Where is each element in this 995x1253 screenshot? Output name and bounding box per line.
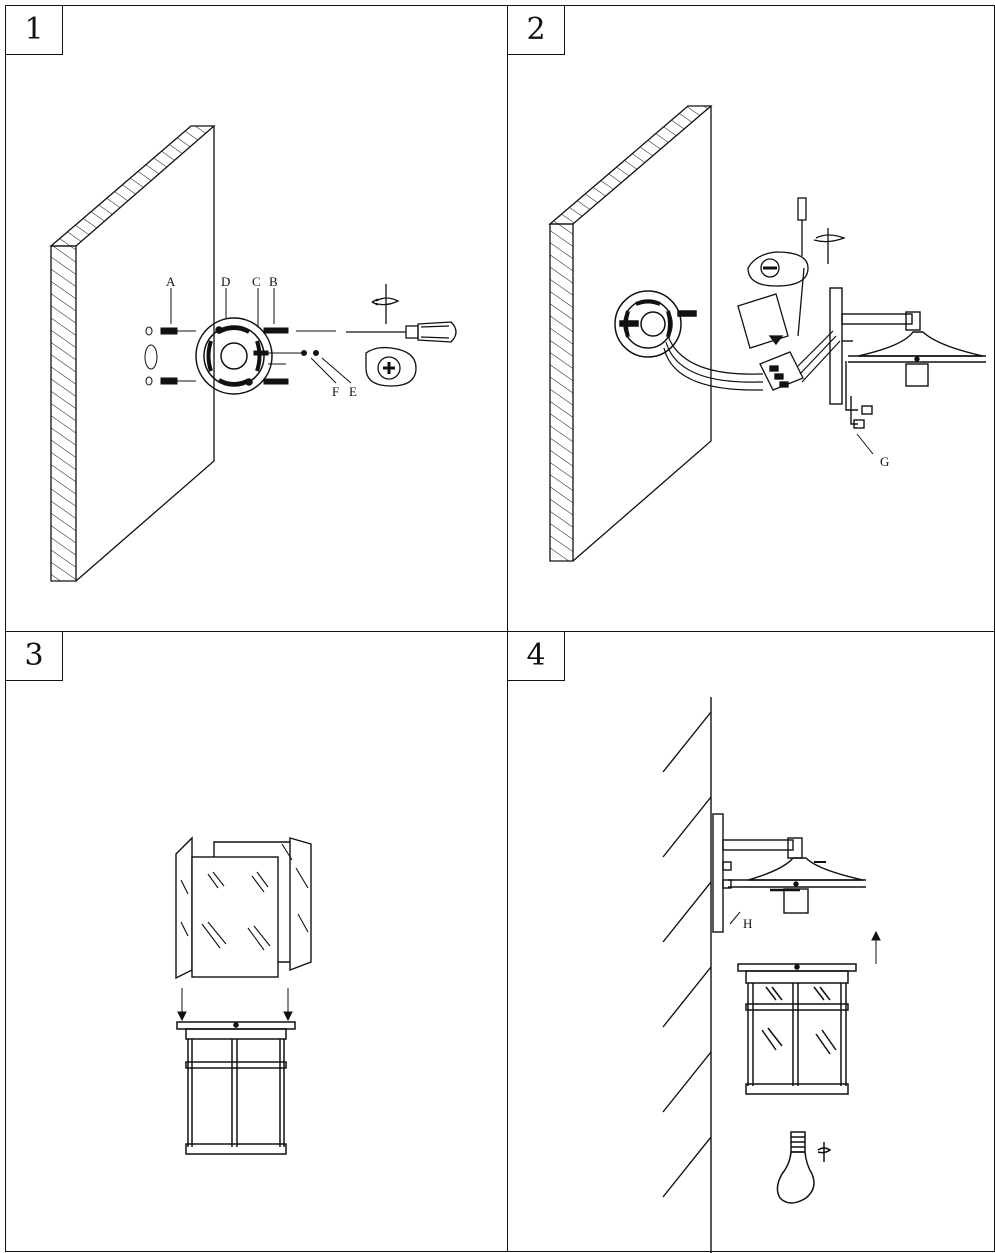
- label-b: B: [269, 274, 278, 289]
- mounting-screws: [253, 327, 336, 385]
- wall: [49, 125, 216, 582]
- wall-plugs: [160, 327, 196, 385]
- label-f: F: [332, 384, 339, 399]
- terminal-block: [737, 293, 804, 391]
- lamp-fixture: [712, 813, 866, 933]
- label-a: A: [166, 274, 176, 289]
- step-4-number: 4: [508, 632, 565, 681]
- wall: [662, 697, 712, 1253]
- lantern-frame: [176, 1021, 296, 1155]
- glass-panels: [175, 836, 312, 980]
- part-labels: [170, 288, 352, 384]
- screw-head-detail: [747, 251, 809, 287]
- label-e: E: [349, 384, 357, 399]
- screwdriver-icon: [346, 284, 457, 343]
- step-3-panel: 3: [5, 631, 508, 1252]
- insert-arrows: [177, 988, 293, 1022]
- step-4-panel: 4 H: [507, 631, 995, 1253]
- label-h: H: [743, 916, 752, 931]
- step-1-diagram: A D C B F E: [49, 125, 457, 582]
- wires: [663, 330, 841, 391]
- light-bulb-icon: [776, 1131, 832, 1204]
- step-4-diagram: H: [662, 697, 881, 1253]
- glass-reflections: [180, 843, 309, 951]
- step-2-number: 2: [508, 6, 565, 55]
- label-g: G: [880, 454, 889, 469]
- lamp-fixture: [829, 287, 986, 429]
- mounting-plate: [614, 290, 697, 358]
- step-2-panel: 2: [507, 5, 995, 632]
- step-3-number: 3: [6, 632, 63, 681]
- step-1-panel: 1: [5, 5, 508, 632]
- wall: [548, 105, 713, 562]
- screw-head-detail: [365, 346, 417, 387]
- screwdriver-icon: [797, 197, 846, 337]
- label-c: C: [252, 274, 261, 289]
- step-3-diagram: [175, 836, 312, 1155]
- mounting-plate: [195, 317, 273, 395]
- drill-holes: [144, 326, 158, 386]
- lantern-assembly: [737, 963, 857, 1095]
- lift-arrow: [871, 930, 881, 964]
- label-h-leader: [729, 911, 741, 925]
- step-1-number: 1: [6, 6, 63, 55]
- label-d: D: [221, 274, 230, 289]
- label-g-leader: [856, 433, 874, 455]
- step-2-diagram: G: [548, 105, 986, 562]
